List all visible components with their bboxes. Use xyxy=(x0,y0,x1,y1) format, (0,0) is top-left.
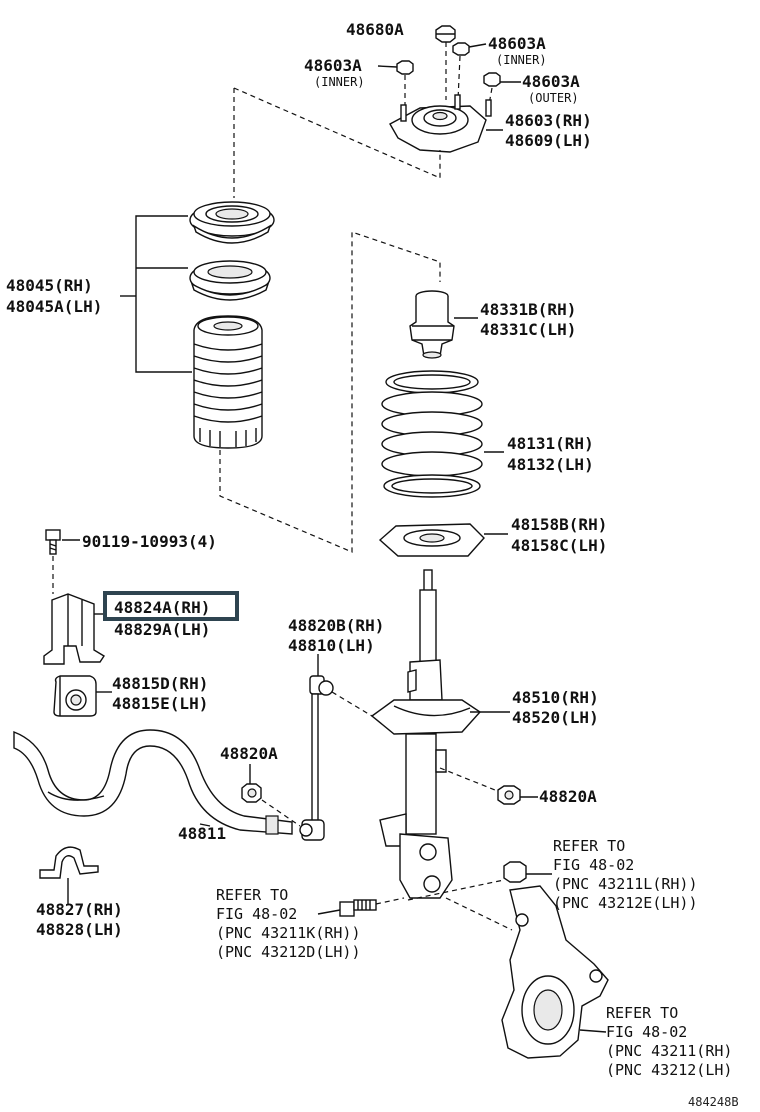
label-90119[interactable]: 90119-10993(4) xyxy=(82,532,217,551)
label-48045a-lh[interactable]: 48045A(LH) xyxy=(6,297,103,316)
label-48824a-rh[interactable]: 48824A(RH) xyxy=(114,598,211,618)
label-48810-lh[interactable]: 48810(LH) xyxy=(288,636,375,655)
nut-inner-left[interactable] xyxy=(396,60,414,75)
label-48131-rh[interactable]: 48131(RH) xyxy=(507,434,594,453)
link-nut-left[interactable] xyxy=(241,783,262,803)
label-48603-rh[interactable]: 48603(RH) xyxy=(505,111,592,130)
label-48820b-rh[interactable]: 48820B(RH) xyxy=(288,616,385,635)
note-inner-left: (INNER) xyxy=(314,75,365,89)
knuckle-nut[interactable] xyxy=(503,861,527,883)
ref1-line1: REFER TO xyxy=(553,837,626,855)
link-nut-right[interactable] xyxy=(497,785,521,805)
label-48132-lh[interactable]: 48132(LH) xyxy=(507,455,594,474)
label-48603a-inner-left[interactable]: 48603A xyxy=(304,56,362,75)
steering-knuckle[interactable] xyxy=(501,885,609,1059)
note-outer: (OUTER) xyxy=(528,91,579,105)
ref3-line4: (PNC 43212(LH) xyxy=(606,1061,733,1079)
label-48510-rh[interactable]: 48510(RH) xyxy=(512,688,599,707)
label-48829a-lh[interactable]: 48829A(LH) xyxy=(114,620,211,639)
nut-outer[interactable] xyxy=(483,72,501,87)
ref3-line2[interactable]: FIG 48-02 xyxy=(606,1023,688,1041)
stabilizer-clamp[interactable] xyxy=(39,846,99,879)
lower-spring-seat[interactable] xyxy=(378,523,485,557)
bump-stopper[interactable] xyxy=(409,290,455,359)
label-48680a[interactable]: 48680A xyxy=(346,20,404,39)
diagram-code: 484248B xyxy=(688,1095,739,1109)
label-48811[interactable]: 48811 xyxy=(178,824,227,843)
label-48609-lh[interactable]: 48609(LH) xyxy=(505,131,592,150)
stabilizer-link[interactable] xyxy=(299,675,334,841)
shock-absorber[interactable] xyxy=(370,569,482,899)
stabilizer-bushing[interactable] xyxy=(53,675,97,717)
stabilizer-bracket[interactable] xyxy=(43,593,105,665)
stabilizer-bar[interactable] xyxy=(13,729,293,835)
upper-support[interactable] xyxy=(389,94,492,153)
label-48828-lh[interactable]: 48828(LH) xyxy=(36,920,123,939)
ref1-line3: (PNC 43211L(RH)) xyxy=(553,875,698,893)
ref2-line2[interactable]: FIG 48-02 xyxy=(216,905,298,923)
label-48815d-rh[interactable]: 48815D(RH) xyxy=(112,674,209,693)
ref1-line2[interactable]: FIG 48-02 xyxy=(553,856,635,874)
label-48603a-inner-right[interactable]: 48603A xyxy=(488,34,546,53)
ref2-line1: REFER TO xyxy=(216,886,289,904)
ref2-line3: (PNC 43211K(RH)) xyxy=(216,924,361,942)
label-48158b-rh[interactable]: 48158B(RH) xyxy=(511,515,608,534)
label-48520-lh[interactable]: 48520(LH) xyxy=(512,708,599,727)
label-48827-rh[interactable]: 48827(RH) xyxy=(36,900,123,919)
mount-nut-48680a[interactable] xyxy=(435,25,456,43)
coil-spring[interactable] xyxy=(381,370,483,498)
label-48045-rh[interactable]: 48045(RH) xyxy=(6,276,93,295)
label-48158c-lh[interactable]: 48158C(LH) xyxy=(511,536,608,555)
bolt-90119[interactable] xyxy=(45,529,61,555)
label-48820a-left[interactable]: 48820A xyxy=(220,744,278,763)
label-48603a-outer[interactable]: 48603A xyxy=(522,72,580,91)
spring-insulator[interactable] xyxy=(189,260,271,301)
ref3-line1: REFER TO xyxy=(606,1004,679,1022)
nut-inner-right[interactable] xyxy=(452,42,470,56)
label-48331b-rh[interactable]: 48331B(RH) xyxy=(480,300,577,319)
label-48815e-lh[interactable]: 48815E(LH) xyxy=(112,694,209,713)
ref3-line3: (PNC 43211(RH) xyxy=(606,1042,733,1060)
ref2-line4: (PNC 43212D(LH)) xyxy=(216,943,361,961)
ref1-line4: (PNC 43212E(LH)) xyxy=(553,894,698,912)
note-inner-right: (INNER) xyxy=(496,53,547,67)
label-48820a-right[interactable]: 48820A xyxy=(539,787,597,806)
dust-boot[interactable] xyxy=(193,315,263,449)
label-48331c-lh[interactable]: 48331C(LH) xyxy=(480,320,577,339)
knuckle-bolt[interactable] xyxy=(339,899,377,917)
spring-upper-seat[interactable] xyxy=(189,201,275,244)
